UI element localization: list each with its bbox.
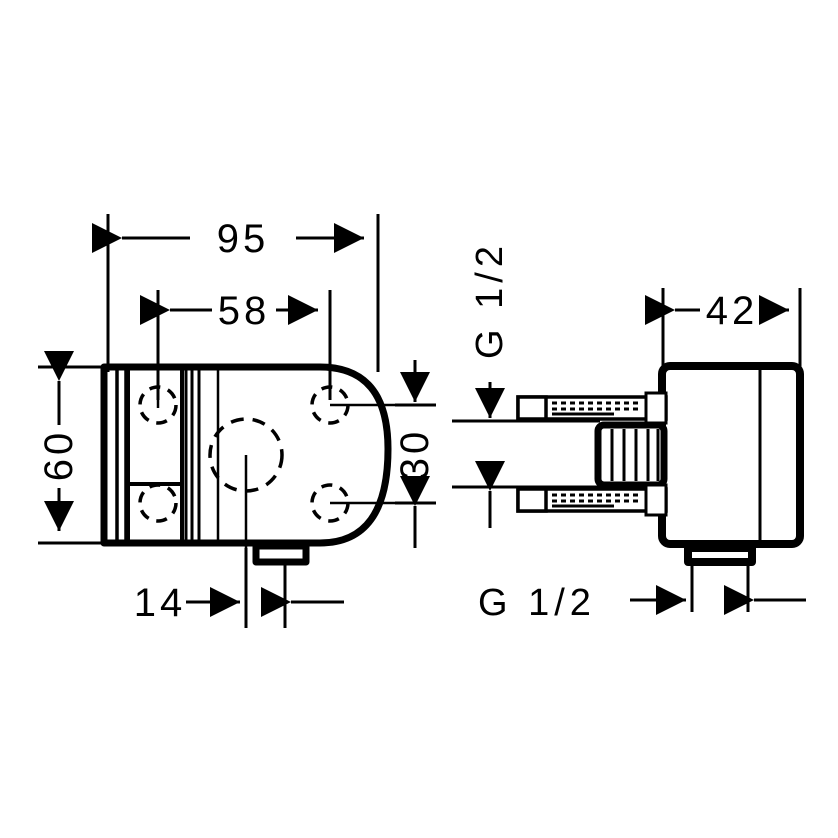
lower-pipe-endcap [516,487,548,513]
upper-pipe-shoulder [644,391,668,425]
dimension-58: 58 [140,289,332,400]
side-body-outline [658,362,804,548]
dimension-95: 95 [92,214,380,372]
dim-label-95: 95 [217,217,270,261]
connector-lower [516,483,668,517]
mounting-hole-bottom-left [138,483,178,523]
thread-callout-top: G 1/2 [469,241,511,418]
dimension-30: 30 [393,360,437,548]
side-outlet-stub [684,544,756,566]
dim-label-30: 30 [393,428,437,481]
front-view-group [100,352,430,610]
dimension-60: 60 [37,351,110,545]
dim-label-14: 14 [134,581,187,625]
dim-label-60: 60 [37,429,81,482]
thread-callout-outlet: G 1/2 [478,582,806,624]
thread-label-bottom: G 1/2 [478,582,596,624]
side-view-group [452,362,804,612]
thread-label-top: G 1/2 [469,241,511,359]
dimension-42: 42 [645,288,802,370]
front-bottom-tab [252,542,310,566]
connector-upper [516,391,668,425]
upper-pipe-endcap [516,395,548,421]
dimension-14: 14 [134,548,344,628]
dim-label-42: 42 [706,289,759,333]
side-collar [594,421,668,489]
dim-label-58: 58 [218,289,271,333]
lower-pipe-shoulder [644,483,668,517]
